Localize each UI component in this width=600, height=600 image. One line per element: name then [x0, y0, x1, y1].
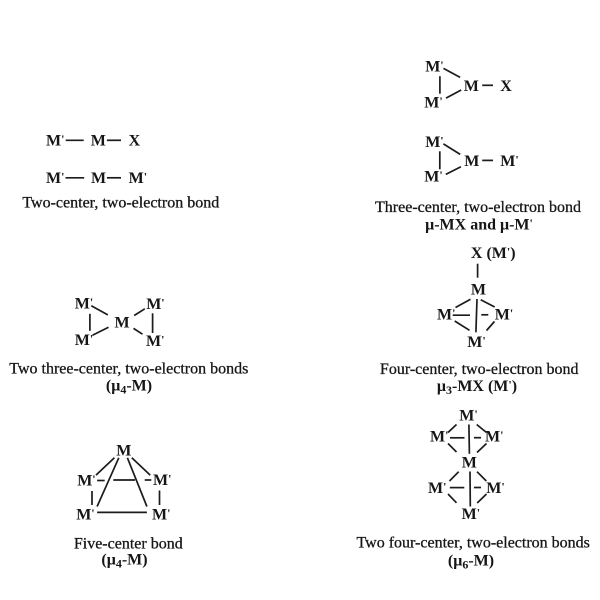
svg-text:μ3-MX (M'): μ3-MX (M')	[437, 378, 517, 398]
svg-text:M': M'	[77, 472, 95, 490]
svg-text:M': M'	[495, 306, 513, 324]
svg-text:M: M	[115, 314, 130, 331]
svg-text:M': M'	[424, 168, 442, 186]
svg-text:Four-center, two-electron bond: Four-center, two-electron bond	[380, 361, 579, 378]
svg-text:M: M	[91, 170, 106, 187]
svg-text:M': M'	[46, 170, 64, 188]
svg-text:X: X	[500, 78, 512, 95]
svg-text:M': M'	[152, 506, 170, 524]
svg-text:Three-center, two-electron bon: Three-center, two-electron bond	[375, 199, 581, 216]
svg-text:M: M	[464, 153, 479, 170]
svg-text:M': M'	[424, 94, 442, 112]
svg-text:Two four-center, two-electron: Two four-center, two-electron bonds	[357, 535, 590, 552]
svg-text:M': M'	[437, 306, 455, 324]
svg-text:M': M'	[129, 170, 147, 188]
svg-text:M': M'	[153, 472, 171, 490]
svg-text:M': M'	[146, 296, 164, 314]
svg-text:(μ6-M): (μ6-M)	[448, 553, 494, 572]
svg-text:M': M'	[75, 295, 93, 313]
svg-text:X (M'): X (M')	[471, 244, 516, 262]
svg-text:M': M'	[146, 333, 164, 351]
svg-text:M': M'	[430, 428, 448, 446]
svg-text:M': M'	[46, 132, 64, 150]
svg-text:(μ4-M): (μ4-M)	[101, 552, 147, 571]
svg-text:M': M'	[76, 506, 94, 524]
svg-text:M: M	[116, 443, 131, 460]
svg-text:M: M	[462, 454, 477, 471]
svg-text:Five-center bond: Five-center bond	[74, 535, 183, 552]
svg-text:M': M'	[467, 334, 485, 352]
svg-text:Two-center, two-electron bond: Two-center, two-electron bond	[22, 195, 219, 212]
svg-text:M': M'	[425, 58, 443, 76]
svg-text:M': M'	[486, 480, 504, 498]
svg-text:M': M'	[485, 428, 503, 446]
svg-text:M': M'	[75, 331, 93, 349]
svg-text:M': M'	[425, 133, 443, 151]
svg-text:M': M'	[500, 152, 518, 170]
svg-text:X: X	[129, 133, 141, 150]
svg-text:M: M	[464, 78, 479, 95]
svg-text:M: M	[471, 282, 486, 299]
svg-text:(μ4-M): (μ4-M)	[106, 378, 152, 397]
svg-text:Two three-center, two-electron: Two three-center, two-electron bonds	[9, 361, 248, 378]
svg-text:M: M	[91, 133, 106, 150]
svg-text:M': M'	[459, 407, 477, 425]
svg-text:M': M'	[428, 480, 446, 498]
svg-text:μ-MX and μ-M': μ-MX and μ-M'	[425, 216, 533, 234]
svg-text:M': M'	[462, 506, 480, 524]
